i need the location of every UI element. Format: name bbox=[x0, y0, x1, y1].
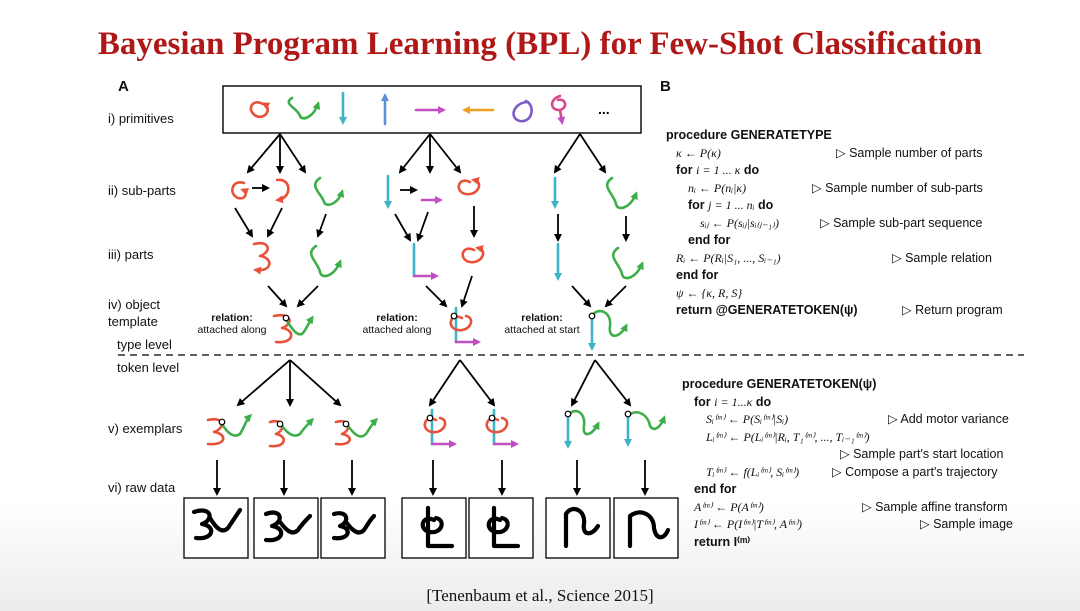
token-line-l: Lᵢ⁽ᵐ⁾ ← P(Lᵢ⁽ᵐ⁾|Rᵢ, T₁⁽ᵐ⁾, ..., Tᵢ₋₁⁽ᵐ⁾) bbox=[706, 429, 870, 444]
token-line-affine: A⁽ᵐ⁾ ← P(A⁽ᵐ⁾) bbox=[694, 499, 764, 514]
row-label-primitives: i) primitives bbox=[108, 111, 174, 126]
token-for-do: do bbox=[755, 394, 772, 409]
row-label-parts: iii) parts bbox=[108, 247, 154, 262]
token-comment-motor: ▷ Add motor variance bbox=[888, 412, 1009, 426]
token-end-for: end for bbox=[694, 482, 737, 496]
row-label-object: iv) object bbox=[108, 297, 161, 312]
token-line-s: Sᵢ⁽ᵐ⁾ ← P(Sᵢ⁽ᵐ⁾|Sᵢ) bbox=[706, 412, 789, 426]
token-line-image: I⁽ᵐ⁾ ← P(I⁽ᵐ⁾|T⁽ᵐ⁾, A⁽ᵐ⁾) bbox=[694, 517, 802, 531]
generate-token-procedure: procedure GENERATETOKEN(ψ) for i = 1...κ… bbox=[682, 376, 1013, 551]
relation-label-1: relation:attached along bbox=[197, 312, 267, 336]
type-for-1-range: i = 1 ... κ bbox=[696, 163, 741, 177]
primitives-more: ... bbox=[598, 101, 610, 117]
type-for-2-range: j = 1 ... nᵢ bbox=[708, 198, 755, 212]
row-label-subparts: ii) sub-parts bbox=[108, 183, 176, 198]
template-arrows bbox=[236, 359, 632, 407]
part-arrows bbox=[267, 275, 627, 308]
row-label-template: template bbox=[108, 314, 158, 329]
subparts-strokes bbox=[231, 174, 638, 210]
token-proc-header: procedure GENERATETOKEN(ψ) bbox=[682, 377, 877, 391]
type-line-ni: nᵢ ← P(nᵢ|κ) bbox=[688, 180, 747, 195]
type-end-for-inner: end for bbox=[688, 233, 731, 247]
token-comment-location: ▷ Sample part's start location bbox=[840, 447, 1004, 461]
raw-data-images bbox=[183, 497, 679, 559]
type-for-1: for bbox=[676, 163, 693, 177]
type-proc-header: procedure GENERATETYPE bbox=[666, 128, 832, 142]
type-for-2: for bbox=[688, 198, 705, 212]
type-line-psi: ψ ← {κ, R, S} bbox=[676, 285, 743, 300]
token-line-t: Tᵢ⁽ᵐ⁾ ← f(Lᵢ⁽ᵐ⁾, Sᵢ⁽ᵐ⁾) bbox=[706, 464, 800, 479]
row-label-type-level: type level bbox=[117, 337, 172, 352]
token-return: return I⁽ᵐ⁾ bbox=[694, 534, 751, 549]
type-comment-subparts: ▷ Sample number of sub-parts bbox=[812, 180, 983, 195]
generate-type-procedure: procedure GENERATETYPE κ ← P(κ) ▷ Sample … bbox=[666, 127, 1003, 320]
subpart-arrows bbox=[234, 206, 630, 242]
object-templates bbox=[272, 306, 628, 351]
type-comment-relation: ▷ Sample relation bbox=[892, 250, 992, 265]
row-label-exemplars: v) exemplars bbox=[108, 421, 183, 436]
panel-b-label: B bbox=[660, 78, 671, 95]
token-comment-image: ▷ Sample image bbox=[920, 517, 1013, 531]
type-return: return @GENERATETOKEN(ψ) bbox=[676, 303, 858, 317]
parts-strokes bbox=[252, 241, 644, 281]
relation-label-2: relation:attached along bbox=[362, 312, 432, 336]
exemplars bbox=[206, 408, 666, 449]
type-end-for-outer: end for bbox=[676, 268, 719, 282]
slide-title: Bayesian Program Learning (BPL) for Few-… bbox=[97, 26, 983, 62]
type-line-kappa: κ ← P(κ) bbox=[676, 145, 721, 160]
token-comment-trajectory: ▷ Compose a part's trajectory bbox=[832, 464, 998, 479]
citation: [Tenenbaum et al., Science 2015] bbox=[426, 586, 654, 605]
type-for-1-do: do bbox=[743, 163, 760, 177]
type-comment-sequence: ▷ Sample sub-part sequence bbox=[820, 215, 983, 230]
primitive-arrows bbox=[246, 133, 607, 174]
relation-label-3: relation:attached at start bbox=[504, 312, 580, 336]
row-label-token-level: token level bbox=[117, 360, 180, 375]
primitives-strokes bbox=[249, 91, 565, 124]
type-line-sij: sᵢⱼ ← P(sᵢⱼ|sᵢ₍ⱼ₋₁₎) bbox=[700, 215, 780, 230]
type-for-2-do: do bbox=[757, 198, 774, 212]
token-comment-affine: ▷ Sample affine transform bbox=[862, 499, 1008, 514]
type-line-relation: Rᵢ ← P(Rᵢ|S₁, ..., Sᵢ₋₁) bbox=[676, 250, 781, 265]
exemplar-arrows bbox=[213, 460, 649, 496]
panel-a-label: A bbox=[118, 78, 129, 95]
token-for: for bbox=[694, 394, 711, 409]
type-comment-parts: ▷ Sample number of parts bbox=[836, 145, 983, 160]
token-for-range: i = 1...κ bbox=[714, 394, 753, 409]
row-label-raw-data: vi) raw data bbox=[108, 480, 176, 495]
type-comment-return: ▷ Return program bbox=[902, 303, 1003, 317]
